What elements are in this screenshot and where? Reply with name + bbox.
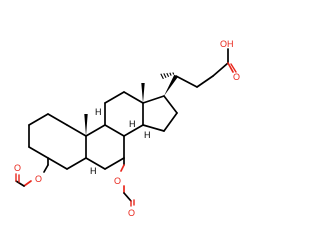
h14-label: H — [144, 130, 151, 140]
c17-c20-wedge — [164, 74, 178, 96]
h8-label: H — [129, 119, 136, 129]
c13-methyl-wedge — [141, 83, 145, 103]
formate-ester-c3 — [15, 157, 49, 187]
formate-ester-c7 — [120, 157, 135, 207]
ring-b — [85, 124, 125, 170]
ring-a — [28, 113, 87, 170]
ester3-oxygen-label: O — [35, 174, 42, 184]
side-chain — [160, 48, 237, 96]
h5-label: H — [90, 166, 97, 176]
ester7-oxygen-label: O — [114, 176, 121, 186]
ring-d — [142, 95, 178, 132]
ester3-carbonyl-oxygen-label: O — [14, 163, 21, 173]
h9-label: H — [95, 107, 102, 117]
c10-methyl-wedge — [84, 114, 88, 136]
c21-methyl-hash — [160, 72, 175, 80]
acid-hydroxyl-label: OH — [220, 39, 234, 49]
ester7-carbonyl-oxygen-label: O — [128, 208, 135, 218]
acid-carbonyl-oxygen-label: O — [233, 72, 240, 82]
ring-c — [104, 91, 144, 137]
molecule-structure: OH O O O O O H H H H — [14, 39, 240, 218]
